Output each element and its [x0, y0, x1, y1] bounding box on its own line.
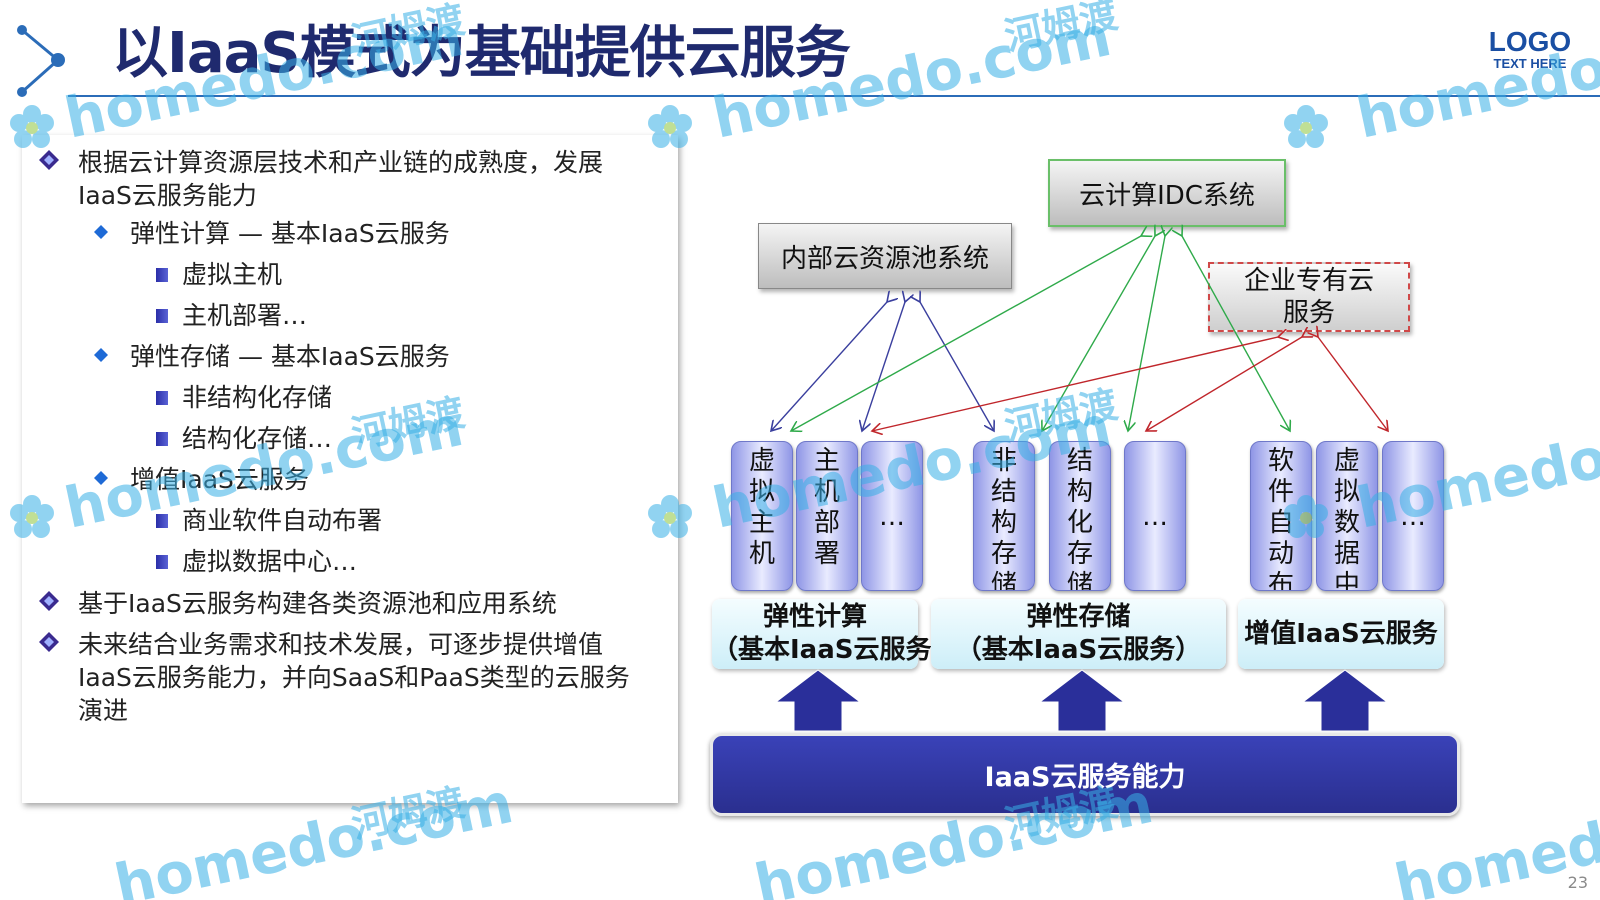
bullet-item: 未来结合业务需求和技术发展，可逐步提供增值IaaS云服务能力，并向SaaS和Pa…: [39, 628, 653, 727]
corner-network-icon: [17, 25, 65, 97]
service-column-label: …: [1400, 502, 1426, 532]
bullet-item: 虚拟主机: [156, 258, 283, 291]
value-added-category-title: 增值IaaS云服务: [1244, 618, 1438, 649]
logo: LOGO TEXT HERE: [1486, 28, 1574, 72]
service-column: …: [1382, 441, 1444, 591]
service-column-label: 主机部署: [813, 446, 840, 569]
bullet-text: 根据云计算资源层技术和产业链的成熟度，发展IaaS云服务能力: [78, 148, 604, 210]
bullet-text: 增值IaaS云服务: [130, 465, 309, 494]
compute-category-subtitle: （基本IaaS云服务）: [712, 635, 958, 665]
text-panel: 根据云计算资源层技术和产业链的成熟度，发展IaaS云服务能力 弹性计算 — 基本…: [22, 135, 678, 803]
bullet-text: 虚拟数据中心…: [182, 547, 358, 576]
service-column: 虚拟主机: [731, 441, 793, 591]
up-arrow-icon: [1301, 669, 1389, 732]
storage-category-title: 弹性存储: [1026, 602, 1131, 632]
logo-subtext: TEXT HERE: [1493, 56, 1567, 71]
square-bullet-icon: [156, 309, 168, 323]
service-column: 主机部署: [796, 441, 858, 591]
page-number: 23: [1567, 873, 1588, 892]
bullet-text: 弹性存储 — 基本IaaS云服务: [130, 342, 450, 371]
storage-category: 弹性存储 （基本IaaS云服务）: [931, 599, 1226, 669]
service-column-label: …: [879, 502, 905, 532]
service-column-label: 虚拟主机: [748, 446, 775, 569]
bullet-item: 基于IaaS云服务构建各类资源池和应用系统: [39, 587, 648, 620]
header-divider: [68, 95, 1600, 97]
bullet-item: 增值IaaS云服务: [94, 463, 309, 496]
compute-category: 弹性计算 （基本IaaS云服务）: [712, 599, 958, 669]
bullet-text: 结构化存储…: [182, 424, 333, 453]
cloud-idc-box: 云计算IDC系统: [1048, 159, 1286, 227]
square-bullet-icon: [156, 432, 168, 446]
bullet-item: 主机部署…: [156, 299, 308, 332]
arrow-enterprise-to-vdc: [1318, 337, 1388, 431]
up-arrow-icon: [1038, 669, 1126, 732]
bullet-text: 未来结合业务需求和技术发展，可逐步提供增值IaaS云服务能力，并向SaaS和Pa…: [78, 630, 630, 725]
service-column-label: 虚拟数据中心: [1333, 446, 1360, 591]
storage-category-subtitle: （基本IaaS云服务）: [955, 635, 1202, 665]
service-column-label: …: [1142, 502, 1168, 532]
page-title: 以IaaS模式为基础提供云服务: [112, 21, 851, 86]
bullet-item: 虚拟数据中心…: [156, 545, 358, 578]
logo-text: LOGO: [1488, 26, 1572, 57]
bullet-item: 弹性计算 — 基本IaaS云服务: [94, 217, 450, 250]
bullet-text: 主机部署…: [182, 301, 308, 330]
bullet-text: 虚拟主机: [182, 260, 283, 289]
service-column-label: 结构化存储: [1066, 446, 1093, 591]
arrow-enterprise-to-storage: [1146, 337, 1302, 431]
service-column-label: 非结构存储: [990, 446, 1017, 591]
service-column: 结构化存储: [1049, 441, 1111, 591]
bullet-item: 商业软件自动布署: [156, 504, 383, 537]
square-bullet-icon: [156, 514, 168, 528]
service-column: …: [1124, 441, 1186, 591]
diamond-bullet-icon: [94, 348, 108, 362]
bullet-item: 结构化存储…: [156, 422, 333, 455]
diamond-bullet-icon: [39, 150, 59, 170]
service-column: …: [861, 441, 923, 591]
diamond-bullet-icon: [39, 591, 59, 611]
bullet-item: 弹性存储 — 基本IaaS云服务: [94, 340, 450, 373]
up-arrow-icon: [774, 669, 862, 732]
bullet-text: 商业软件自动布署: [182, 506, 383, 535]
square-bullet-icon: [156, 391, 168, 405]
bullet-text: 非结构化存储: [182, 383, 333, 412]
square-bullet-icon: [156, 268, 168, 282]
bullet-item: 非结构化存储: [156, 381, 333, 414]
compute-category-title: 弹性计算: [762, 602, 867, 632]
square-bullet-icon: [156, 555, 168, 569]
service-column: 非结构存储: [973, 441, 1035, 591]
diamond-bullet-icon: [39, 632, 59, 652]
diamond-bullet-icon: [94, 471, 108, 485]
diamond-bullet-icon: [94, 225, 108, 239]
iaas-capability-bar: IaaS云服务能力: [710, 733, 1460, 816]
bullet-text: 基于IaaS云服务构建各类资源池和应用系统: [78, 589, 557, 618]
bullet-text: 弹性计算 — 基本IaaS云服务: [130, 219, 450, 248]
bullet-item: 根据云计算资源层技术和产业链的成熟度，发展IaaS云服务能力: [39, 146, 648, 212]
value-added-category: 增值IaaS云服务: [1238, 599, 1444, 669]
service-column-label: 软件自动布署: [1267, 446, 1294, 591]
service-column: 软件自动布署: [1250, 441, 1312, 591]
